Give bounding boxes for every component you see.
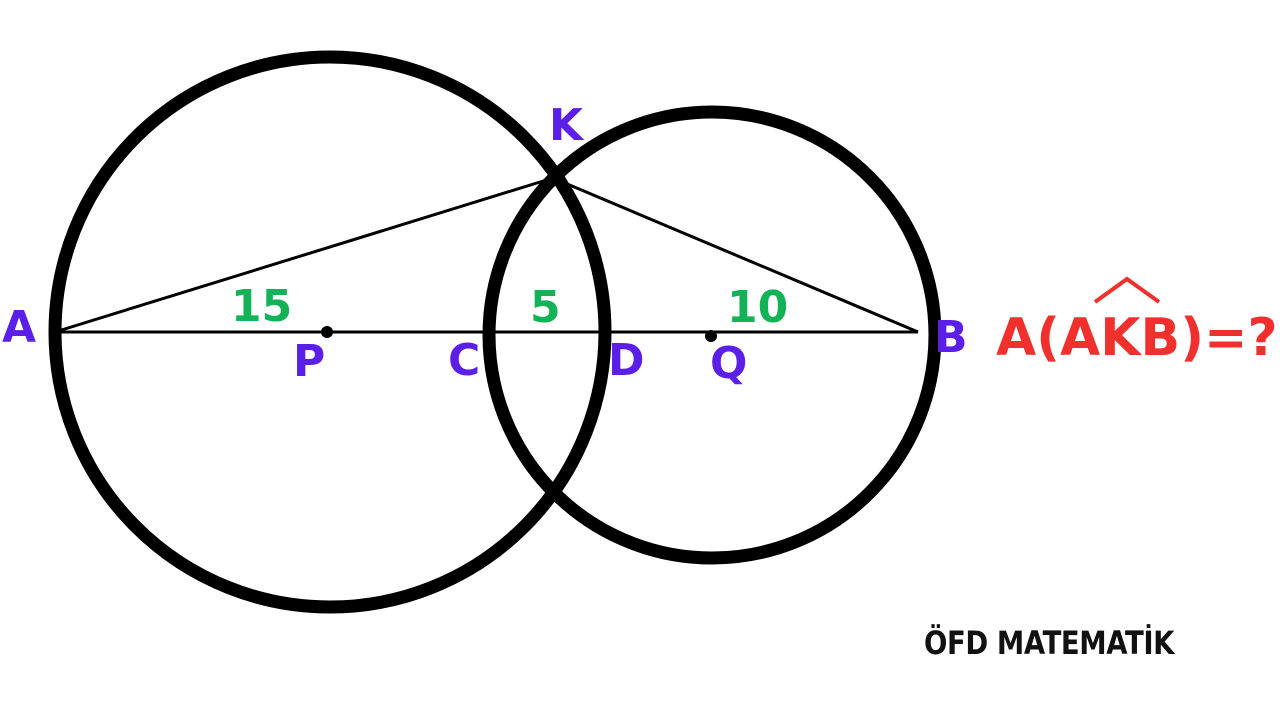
length-cd: 5	[530, 282, 561, 333]
brand-watermark: ÖFD MATEMATİK	[924, 624, 1175, 662]
label-point-b: B	[934, 312, 968, 363]
label-point-d: D	[608, 335, 645, 386]
center-p-dot	[321, 326, 333, 338]
length-ac: 15	[231, 281, 292, 332]
question-suffix: )=?	[1180, 308, 1278, 368]
circle-q	[482, 105, 942, 565]
length-db: 10	[727, 282, 788, 333]
label-point-k: K	[549, 100, 585, 151]
question-prefix: A(	[996, 308, 1060, 368]
label-point-c: C	[448, 335, 480, 386]
segment-ak	[54, 176, 554, 334]
label-point-a: A	[2, 302, 36, 353]
area-question: A(AKB)=?	[996, 308, 1278, 368]
segment-kb	[552, 176, 919, 334]
angle-hat-icon	[1093, 276, 1161, 304]
question-angle: AKB	[1060, 308, 1180, 368]
label-point-p: P	[293, 336, 325, 387]
label-point-q: Q	[710, 338, 747, 389]
center-q-dot	[705, 330, 717, 342]
